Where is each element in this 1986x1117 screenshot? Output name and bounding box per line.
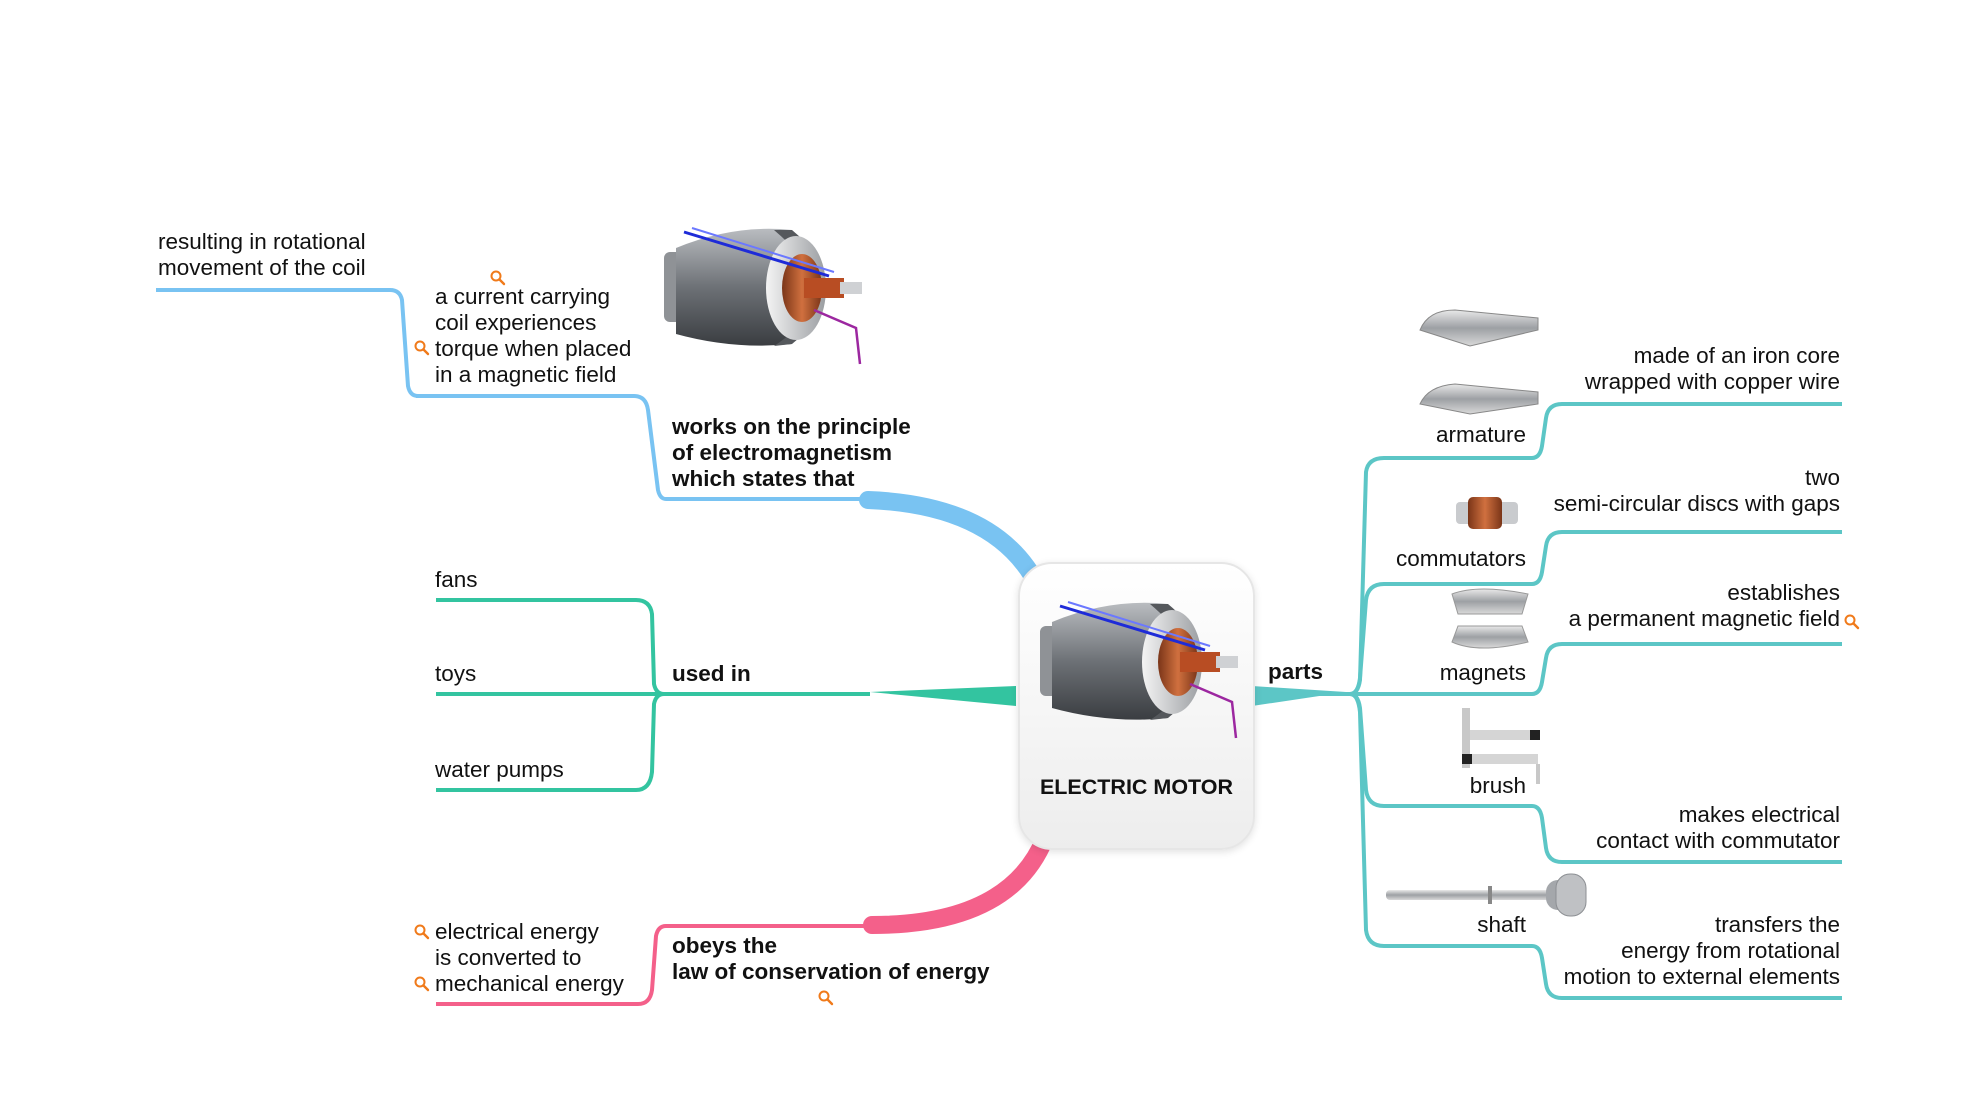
principle-branch-label[interactable]: works on the principle of electromagneti…: [672, 414, 911, 491]
root-node[interactable]: [1018, 562, 1255, 850]
principle-child-torque[interactable]: a current carrying coil experiences torq…: [435, 284, 632, 387]
armature-icon: [1419, 309, 1539, 415]
brush-icon: [1462, 708, 1540, 784]
magnifier-icon[interactable]: [414, 340, 430, 356]
magnifier-icon[interactable]: [414, 924, 430, 940]
part-armature-label[interactable]: armature: [1435, 422, 1526, 447]
magnifier-icon[interactable]: [414, 976, 430, 992]
magnifier-icon[interactable]: [818, 990, 834, 1006]
used-in-child-water-pumps[interactable]: water pumps: [435, 757, 564, 782]
magnifier-icon[interactable]: [1844, 614, 1860, 630]
used-in-branch-label[interactable]: used in: [672, 661, 751, 686]
used-in-child-fans[interactable]: fans: [435, 567, 478, 592]
used-in-branch-lines: [436, 598, 1016, 792]
part-commutators-detail[interactable]: two semi-circular discs with gaps: [1553, 465, 1840, 516]
magnifier-icon[interactable]: [490, 270, 506, 286]
part-shaft-detail[interactable]: transfers the energy from rotational mot…: [1563, 912, 1840, 989]
conservation-child-energy[interactable]: electrical energy is converted to mechan…: [435, 919, 624, 996]
root-label: ELECTRIC MOTOR: [1039, 775, 1234, 799]
parts-branch-label[interactable]: parts: [1268, 659, 1324, 684]
part-commutators-label[interactable]: commutators: [1395, 546, 1526, 571]
part-armature-detail[interactable]: made of an iron core wrapped with copper…: [1584, 343, 1840, 394]
conservation-branch-lines: [436, 829, 1054, 1006]
shaft-icon: [1386, 873, 1587, 917]
part-magnets-label[interactable]: magnets: [1439, 660, 1526, 685]
principle-child-rotation[interactable]: resulting in rotational movement of the …: [158, 229, 366, 280]
root-motor-image: [1038, 600, 1240, 740]
part-magnets-detail[interactable]: establishes a permanent magnetic field: [1568, 580, 1840, 631]
magnet-icon: [1451, 588, 1529, 649]
part-brush-detail[interactable]: makes electrical contact with commutator: [1596, 802, 1840, 853]
parts-branch-lines: [1250, 402, 1842, 1000]
conservation-branch-label[interactable]: obeys the law of conservation of energy: [672, 933, 990, 984]
used-in-child-toys[interactable]: toys: [435, 661, 477, 686]
commutator-icon: [1456, 497, 1518, 529]
part-shaft-label[interactable]: shaft: [1477, 912, 1526, 937]
part-brush-label[interactable]: brush: [1469, 773, 1526, 798]
principle-motor-image: [662, 226, 864, 366]
